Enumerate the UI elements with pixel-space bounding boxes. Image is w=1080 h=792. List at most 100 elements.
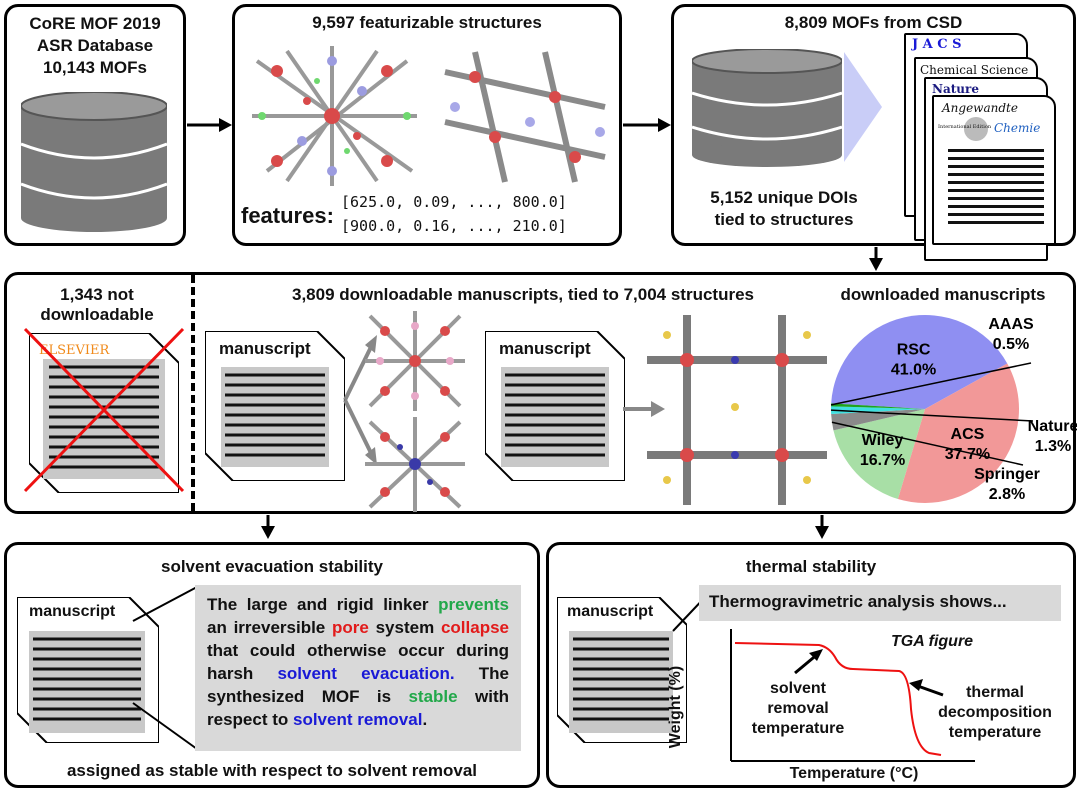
pie-leader-line — [830, 362, 1032, 406]
db-title-line2: ASR Database — [36, 36, 154, 55]
dois-line2: tied to structures — [714, 210, 854, 229]
manuscript-label-4: manuscript — [567, 603, 654, 620]
panel-csd: 8,809 MOFs from CSD 5,152 unique DOIs ti… — [671, 4, 1076, 261]
features-label: features: — [241, 203, 334, 228]
solvent-text-run: The synthesized MOF is — [207, 664, 509, 706]
journal-angewandte-label: Angewandte — [942, 101, 1018, 115]
pie-slice-aaas — [831, 403, 925, 409]
anno1-line1: solvent — [769, 680, 826, 697]
arrow-triangle-icon — [844, 52, 882, 162]
manuscript-document-icon-2 — [485, 331, 625, 481]
anno2-line2: decomposition — [938, 704, 1052, 721]
solvent-title: solvent evacuation stability — [160, 557, 383, 576]
arrow-down-3 — [812, 515, 832, 544]
mof-structure-image-2 — [444, 51, 606, 183]
anno1-line3: temperature — [751, 720, 845, 737]
pie-value-springer: 2.8% — [989, 486, 1025, 503]
manuscript-document-icon — [205, 331, 345, 481]
solvent-text-run: with respect to — [207, 687, 509, 729]
pie-slice-rsc — [831, 315, 1008, 409]
anno2-line3: temperature — [948, 724, 1042, 741]
cross-out-icon — [23, 327, 185, 493]
pie-leader-line — [831, 421, 1024, 466]
solvent-text-run: collapse — [440, 618, 509, 637]
database-icon — [20, 91, 168, 232]
panel-solvent-stability: solvent evacuation stability manuscript … — [4, 542, 540, 788]
solvent-text-run: solvent evacuation. — [277, 664, 455, 683]
dois-line1: 5,152 unique DOIs — [710, 188, 858, 207]
solvent-text-run: stable — [408, 687, 458, 706]
text-lines-icon — [948, 149, 1044, 229]
thermal-title: thermal stability — [745, 557, 877, 576]
solvent-text-run: system — [368, 618, 441, 637]
downloadable-title: 3,809 downloadable manuscripts, tied to … — [292, 285, 754, 304]
pie-title: downloaded manuscripts — [840, 285, 1046, 304]
pie-label-springer: Springer — [974, 466, 1040, 483]
solvent-text-run: solvent removal — [292, 710, 423, 729]
elsevier-label: ELSEVIER — [39, 343, 110, 358]
solvent-text-run: an irreversible — [207, 618, 333, 637]
pie-slice-acs — [897, 363, 1019, 503]
divider-dashed — [191, 275, 195, 511]
panel-featurizable: 9,597 featurizable structures features: … — [232, 4, 622, 246]
anno1-line2: removal — [767, 700, 829, 717]
pie-label-acs: ACS — [951, 426, 985, 443]
db-count: 10,143 MOFs — [43, 58, 147, 77]
arrow-down-2 — [258, 515, 278, 544]
mof-structure-image-3 — [365, 311, 465, 411]
database-icon-2 — [692, 49, 842, 167]
featurizable-title: 9,597 featurizable structures — [312, 13, 542, 32]
pie-value-aaas: 0.5% — [993, 336, 1029, 353]
panel-core-mof-database: CoRE MOF 2019 ASR Database 10,143 MOFs — [4, 4, 186, 246]
journal-intl-edition-label: International Edition — [938, 124, 992, 130]
callout-lines-icon — [132, 586, 198, 750]
csd-title: 8,809 MOFs from CSD — [784, 13, 963, 32]
pie-slice-wiley — [833, 409, 925, 500]
pie-label-aaas: AAAS — [988, 316, 1034, 333]
journal-jacs-label: J A C S — [912, 37, 962, 52]
anno2-line1: thermal — [966, 684, 1024, 701]
feature-vector-1: [625.0, 0.09, ..., 800.0] — [341, 193, 567, 211]
journal-angewandte: Angewandte International Edition Chemie — [932, 95, 1056, 245]
pie-label-rsc: RSC — [897, 342, 931, 359]
solvent-text-run: pore — [332, 618, 369, 637]
mof-structure-image-5 — [647, 315, 827, 505]
manuscript-document-icon-4 — [557, 597, 687, 743]
mof-structure-image-4 — [365, 417, 465, 512]
db-title-line1: CoRE MOF 2019 — [29, 14, 161, 33]
feature-vector-2: [900.0, 0.16, ..., 210.0] — [341, 217, 567, 235]
manuscript-label-3: manuscript — [29, 603, 116, 620]
manuscript-label: manuscript — [219, 339, 311, 358]
angewandte-seal-icon — [964, 117, 988, 141]
not-downloadable-count: 1,343 not — [60, 285, 134, 304]
tga-xlabel: Temperature (°C) — [789, 765, 919, 782]
journal-nature-label: Nature — [932, 82, 979, 96]
pie-chart: RSC41.0%ACS37.7%Wiley16.7%AAAS0.5%Nature… — [830, 315, 1077, 503]
tga-figure-label: TGA figure — [891, 633, 974, 650]
solvent-text-run: prevents — [438, 595, 509, 614]
tga-ylabel: Weight (%) — [667, 665, 684, 749]
manuscript-label-2: manuscript — [499, 339, 591, 358]
solvent-text-run: . — [422, 710, 428, 729]
journal-chemie-label: Chemie — [994, 121, 1041, 135]
arrow-right-2 — [623, 115, 671, 140]
solvent-text-box: The large and rigid linker prevents an i… — [195, 585, 521, 751]
solvent-paragraph: The large and rigid linker prevents an i… — [195, 585, 521, 739]
tga-text-box: Thermogravimetric analysis shows... — [699, 585, 1061, 621]
solvent-text-run: that could otherwise occur during harsh — [207, 641, 509, 683]
not-downloadable-label: downloadable — [40, 305, 154, 324]
pie-value-nature: 1.3% — [1035, 438, 1071, 455]
tga-plot — [730, 629, 975, 762]
arrow-right-1 — [187, 115, 232, 140]
panel-thermal-stability: thermal stability manuscript Thermogravi… — [546, 542, 1076, 788]
pie-label-wiley: Wiley — [862, 432, 904, 449]
pie-value-wiley: 16.7% — [860, 452, 905, 469]
tga-text: Thermogravimetric analysis shows... — [709, 592, 1007, 611]
pie-value-rsc: 41.0% — [891, 362, 936, 379]
pie-leader-line — [830, 409, 1034, 422]
solvent-footer: assigned as stable with respect to solve… — [66, 761, 478, 780]
manuscript-document-icon-3 — [17, 597, 159, 743]
split-arrows-icon — [343, 335, 377, 465]
pie-label-nature: Nature — [1028, 418, 1077, 435]
panel-manuscripts: 1,343 not downloadable ELSEVIER 3,809 do… — [4, 272, 1077, 514]
